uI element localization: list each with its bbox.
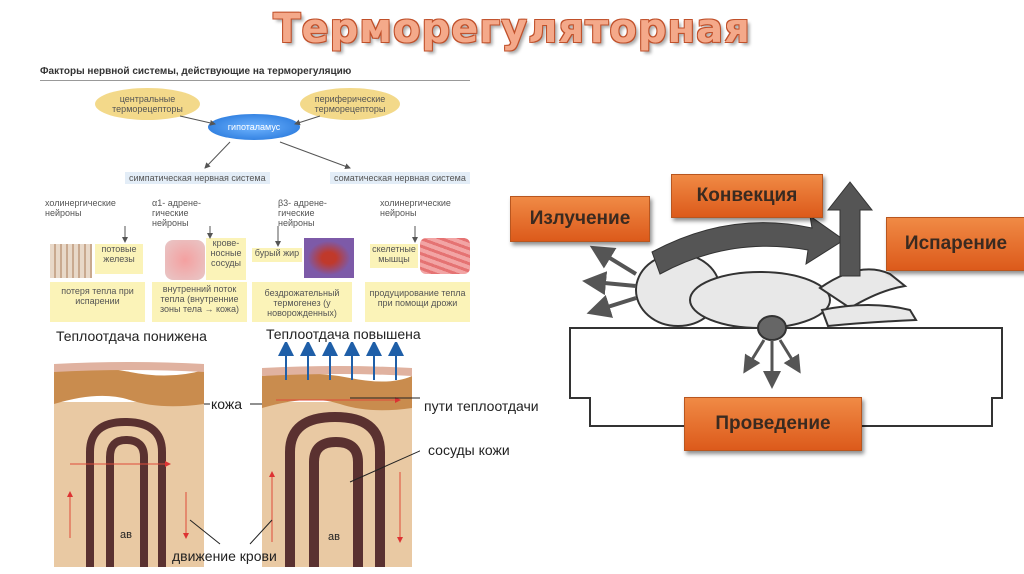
nervous-system-diagram: Факторы нервной системы, действующие на … [40, 66, 480, 326]
effect-4: продуцирование тепла при помощи дрожи [365, 282, 470, 322]
diagram-heading: Факторы нервной системы, действующие на … [40, 66, 352, 77]
heading-divider [40, 80, 470, 81]
av-right-label: ав [328, 531, 340, 543]
baby-illustration [569, 181, 1003, 427]
neuron-1: холинергические нейроны [45, 198, 116, 218]
neuron-4: холинергические нейроны [380, 198, 451, 218]
organ-1: потовые железы [95, 244, 143, 274]
neuron-3: β3- адрене- гические нейроны [278, 198, 327, 228]
heat-loss-paths-label: пути теплоотдачи [424, 398, 539, 414]
diagram-arrows [122, 115, 418, 247]
sweat-gland-image [50, 244, 92, 278]
muscle-image [420, 238, 470, 274]
skin-cross-sections: ав ав [54, 342, 420, 567]
organ-3: бурый жир [252, 248, 302, 262]
organ-2: крове- носные сосуды [206, 238, 246, 280]
organ-4: скелетные мышцы [370, 244, 418, 268]
heat-loss-decreased-label: Теплоотдача понижена [56, 328, 207, 344]
convection-box: Конвекция [671, 174, 823, 218]
skin-label: кожа [211, 396, 243, 412]
effect-1: потеря тепла при испарении [50, 282, 145, 322]
effect-3: бездрожательный термогенез (у новорожден… [252, 282, 352, 322]
heat-loss-increased-label: Теплоотдача повышена [266, 326, 421, 342]
skin-vessels-label: сосуды кожи [428, 442, 510, 458]
hypothalamus: гипоталамус [208, 114, 300, 140]
evaporation-box: Испарение [886, 217, 1024, 271]
blood-vessel-image [165, 240, 205, 280]
neuron-2: α1- адрене- гические нейроны [152, 198, 201, 228]
blood-movement-label: движение крови [172, 548, 277, 564]
radiation-box: Излучение [510, 196, 650, 242]
sympathetic-system: симпатическая нервная система [125, 172, 270, 184]
peripheral-receptors: периферические терморецепторы [300, 88, 400, 120]
somatic-system: соматическая нервная система [330, 172, 470, 184]
effect-2: внутренний поток тепла (внутренние зоны … [152, 282, 247, 322]
page-title: Терморегуляторная [273, 6, 751, 52]
av-left-label: ав [120, 529, 132, 541]
brown-fat-image [304, 238, 354, 278]
conduction-box: Проведение [684, 397, 862, 451]
central-receptors: центральные терморецепторы [95, 88, 200, 120]
